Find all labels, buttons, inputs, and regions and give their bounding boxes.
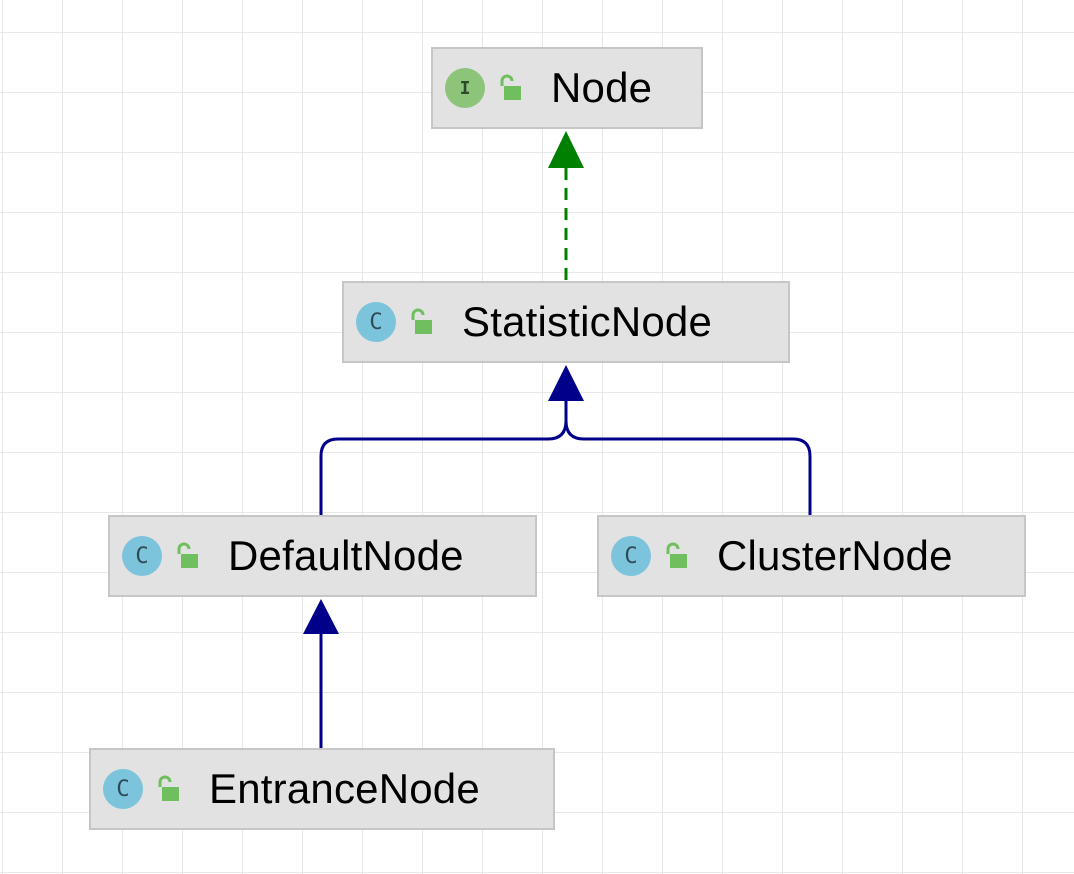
class-name: DefaultNode [228, 532, 464, 579]
statistic-node-class-box[interactable]: C StatisticNode [342, 281, 790, 363]
implements-arrowhead [548, 131, 584, 168]
default-node-class-box[interactable]: C DefaultNode [108, 515, 537, 597]
public-lock-icon [411, 308, 432, 334]
public-lock-icon [158, 775, 179, 801]
public-lock-icon [177, 542, 198, 568]
extends-arrowhead-default-node [303, 599, 339, 634]
public-lock-icon [666, 542, 687, 568]
cluster-node-class-box[interactable]: C ClusterNode [597, 515, 1026, 597]
class-icon: C [356, 302, 396, 342]
edge-cluster-node-extends-statistic-node [564, 420, 812, 515]
class-icon: C [611, 536, 651, 576]
class-icon: C [122, 536, 162, 576]
class-name: EntranceNode [209, 765, 480, 812]
class-name: Node [551, 64, 653, 111]
entrance-node-class-box[interactable]: C EntranceNode [89, 748, 555, 830]
node-interface-box[interactable]: I Node [431, 47, 703, 129]
class-icon: C [103, 769, 143, 809]
extends-arrowhead-statistic-node [548, 365, 584, 401]
edge-default-node-extends-statistic-node [319, 400, 568, 515]
class-name: StatisticNode [462, 298, 713, 345]
public-lock-icon [500, 74, 521, 100]
interface-icon: I [445, 68, 485, 108]
class-name: ClusterNode [717, 532, 953, 579]
